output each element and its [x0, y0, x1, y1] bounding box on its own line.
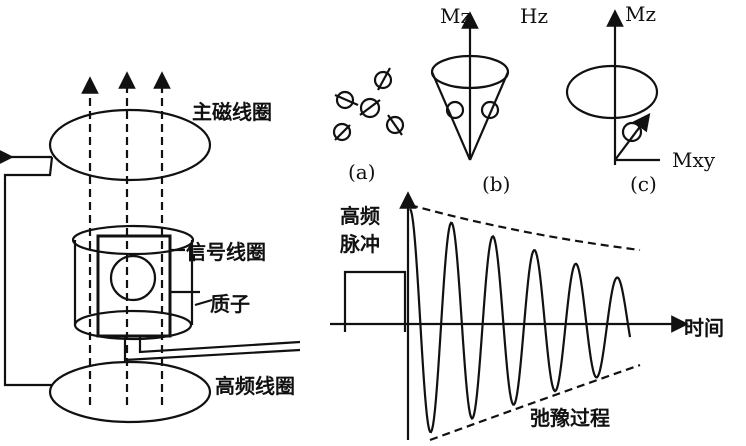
label-time: 时间 — [684, 316, 724, 340]
label-mz-c: Mz — [625, 2, 657, 26]
label-signal-coil: 信号线圈 — [186, 240, 266, 264]
label-relaxation: 弛豫过程 — [530, 406, 610, 430]
label-panel-a: (a) — [348, 160, 376, 184]
panel-a-spins — [332, 67, 405, 142]
label-panel-b: (b) — [482, 172, 511, 196]
fid-signal — [409, 208, 632, 434]
main-coil-bottom — [48, 360, 212, 424]
label-panel-c: (c) — [630, 172, 657, 196]
label-hz-b: Hz — [520, 4, 548, 28]
panel-b-precession — [430, 11, 510, 161]
label-rf-pulse-1: 高频 — [340, 204, 380, 228]
signal-coil — [96, 234, 172, 338]
rf-pulse — [343, 270, 407, 332]
label-mxy-c: Mxy — [672, 148, 716, 172]
label-rf-coil: 高频线圈 — [215, 374, 295, 398]
label-rf-pulse-2: 脉冲 — [340, 232, 380, 256]
rf-coil-bottom — [73, 309, 193, 341]
envelope-lower — [429, 363, 641, 442]
main-coil-top — [48, 108, 212, 182]
label-main-coil: 主磁线圈 — [192, 100, 272, 124]
panel-c-precession — [565, 9, 660, 165]
label-mz-b: Mz — [440, 4, 472, 28]
envelope-upper — [409, 203, 641, 252]
label-proton: 质子 — [210, 292, 250, 316]
proton — [109, 254, 157, 302]
